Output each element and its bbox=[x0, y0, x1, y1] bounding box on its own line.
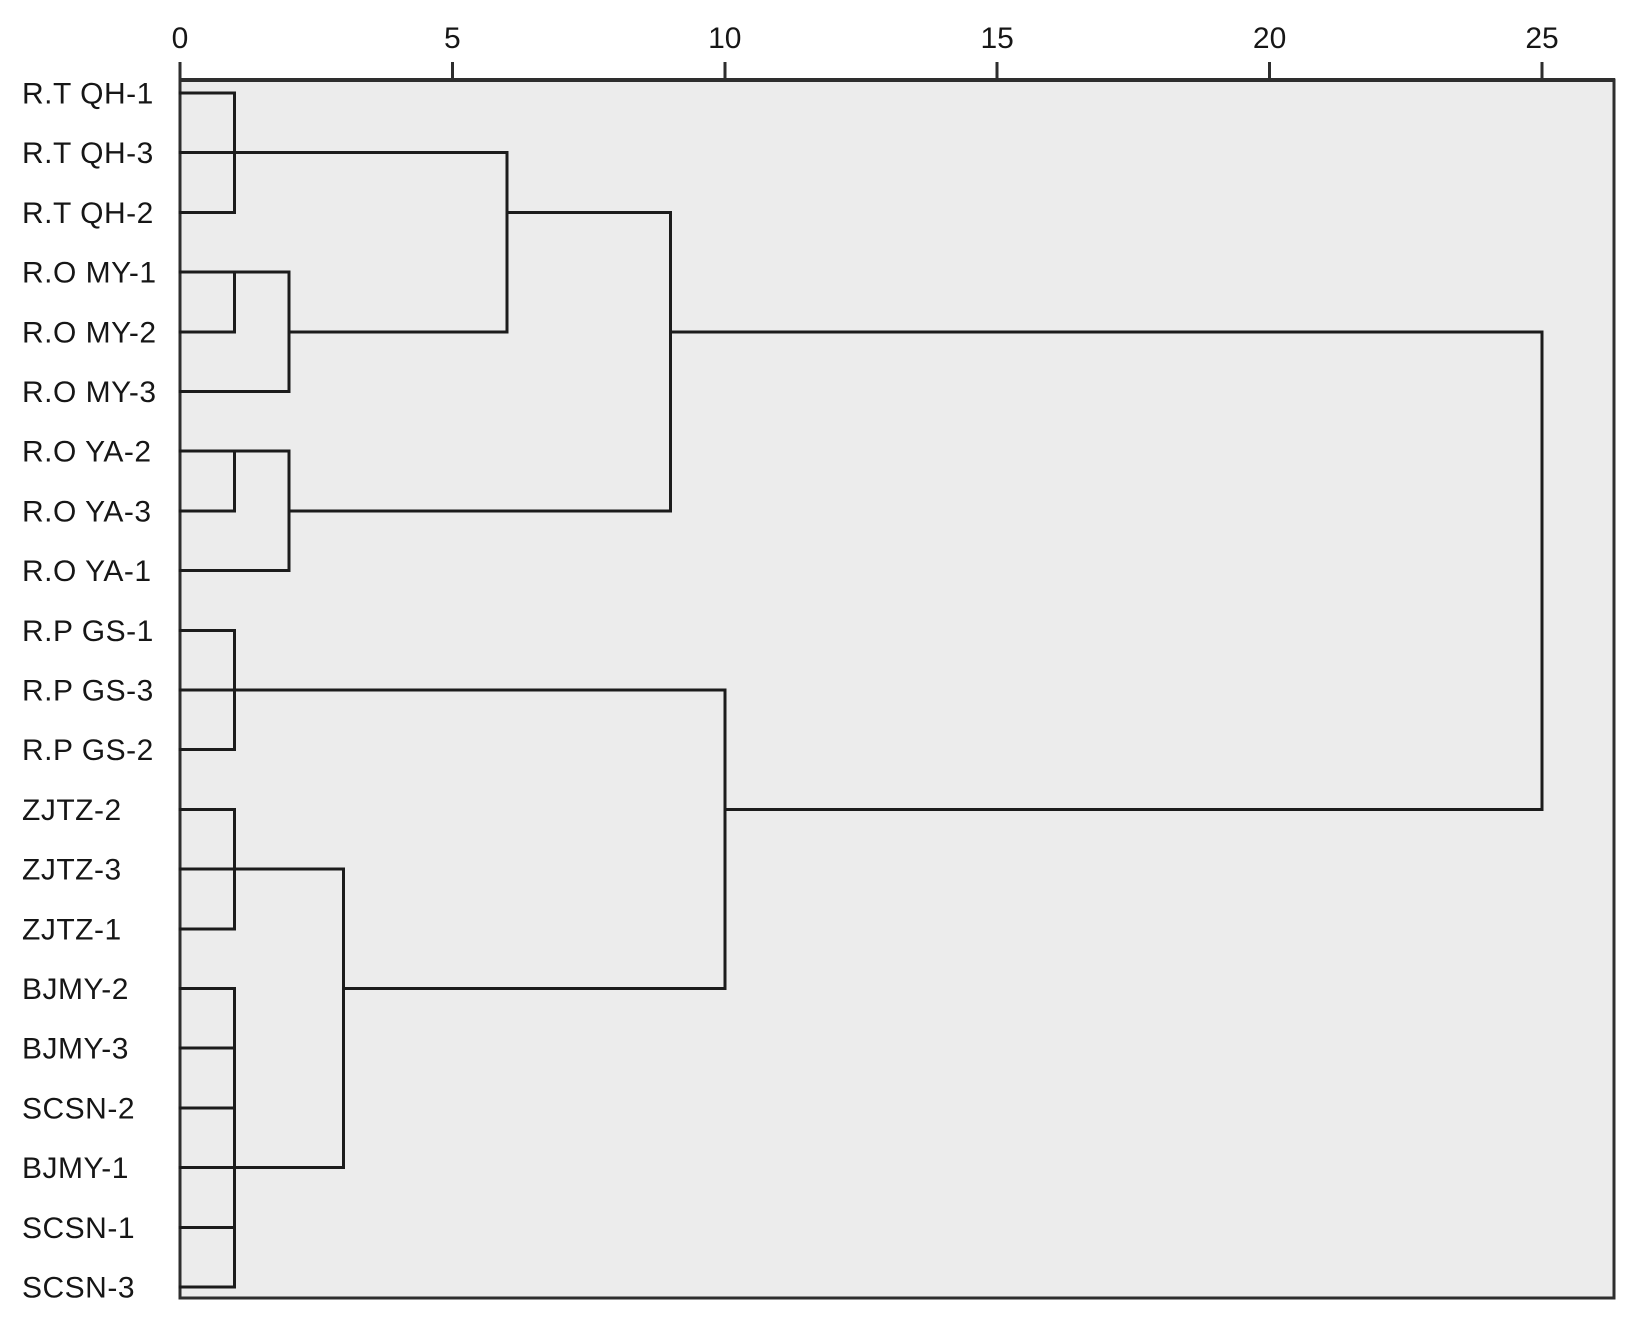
x-axis-tick-label: 25 bbox=[1525, 22, 1558, 55]
leaf-label: BJMY-1 bbox=[22, 1152, 129, 1185]
leaf-label: R.O YA-1 bbox=[22, 555, 152, 588]
leaf-label: R.P GS-3 bbox=[22, 675, 154, 708]
leaf-label: BJMY-3 bbox=[22, 1033, 129, 1066]
leaf-label: R.O MY-1 bbox=[22, 257, 157, 290]
leaf-label: ZJTZ-3 bbox=[22, 854, 122, 887]
x-axis-tick-label: 15 bbox=[981, 22, 1014, 55]
leaf-label: ZJTZ-1 bbox=[22, 913, 122, 946]
leaf-label: SCSN-2 bbox=[22, 1092, 135, 1125]
leaf-label: R.T QH-2 bbox=[22, 197, 154, 230]
leaf-label: R.P GS-1 bbox=[22, 615, 154, 648]
leaf-label: R.O YA-3 bbox=[22, 495, 152, 528]
x-axis-tick-label: 10 bbox=[708, 22, 741, 55]
x-axis-tick-label: 5 bbox=[444, 22, 461, 55]
x-axis-tick-label: 0 bbox=[172, 22, 189, 55]
leaf-label: R.T QH-1 bbox=[22, 78, 154, 111]
leaf-label: R.O MY-2 bbox=[22, 316, 157, 349]
leaf-label: R.P GS-2 bbox=[22, 734, 154, 767]
leaf-label: ZJTZ-2 bbox=[22, 794, 122, 827]
leaf-label: R.O YA-2 bbox=[22, 436, 152, 469]
leaf-label: R.O MY-3 bbox=[22, 376, 157, 409]
leaf-label: R.T QH-3 bbox=[22, 137, 154, 170]
leaf-label: BJMY-2 bbox=[22, 973, 129, 1006]
leaf-label: SCSN-3 bbox=[22, 1272, 135, 1305]
x-axis-tick-label: 20 bbox=[1253, 22, 1286, 55]
leaf-label: SCSN-1 bbox=[22, 1212, 135, 1245]
